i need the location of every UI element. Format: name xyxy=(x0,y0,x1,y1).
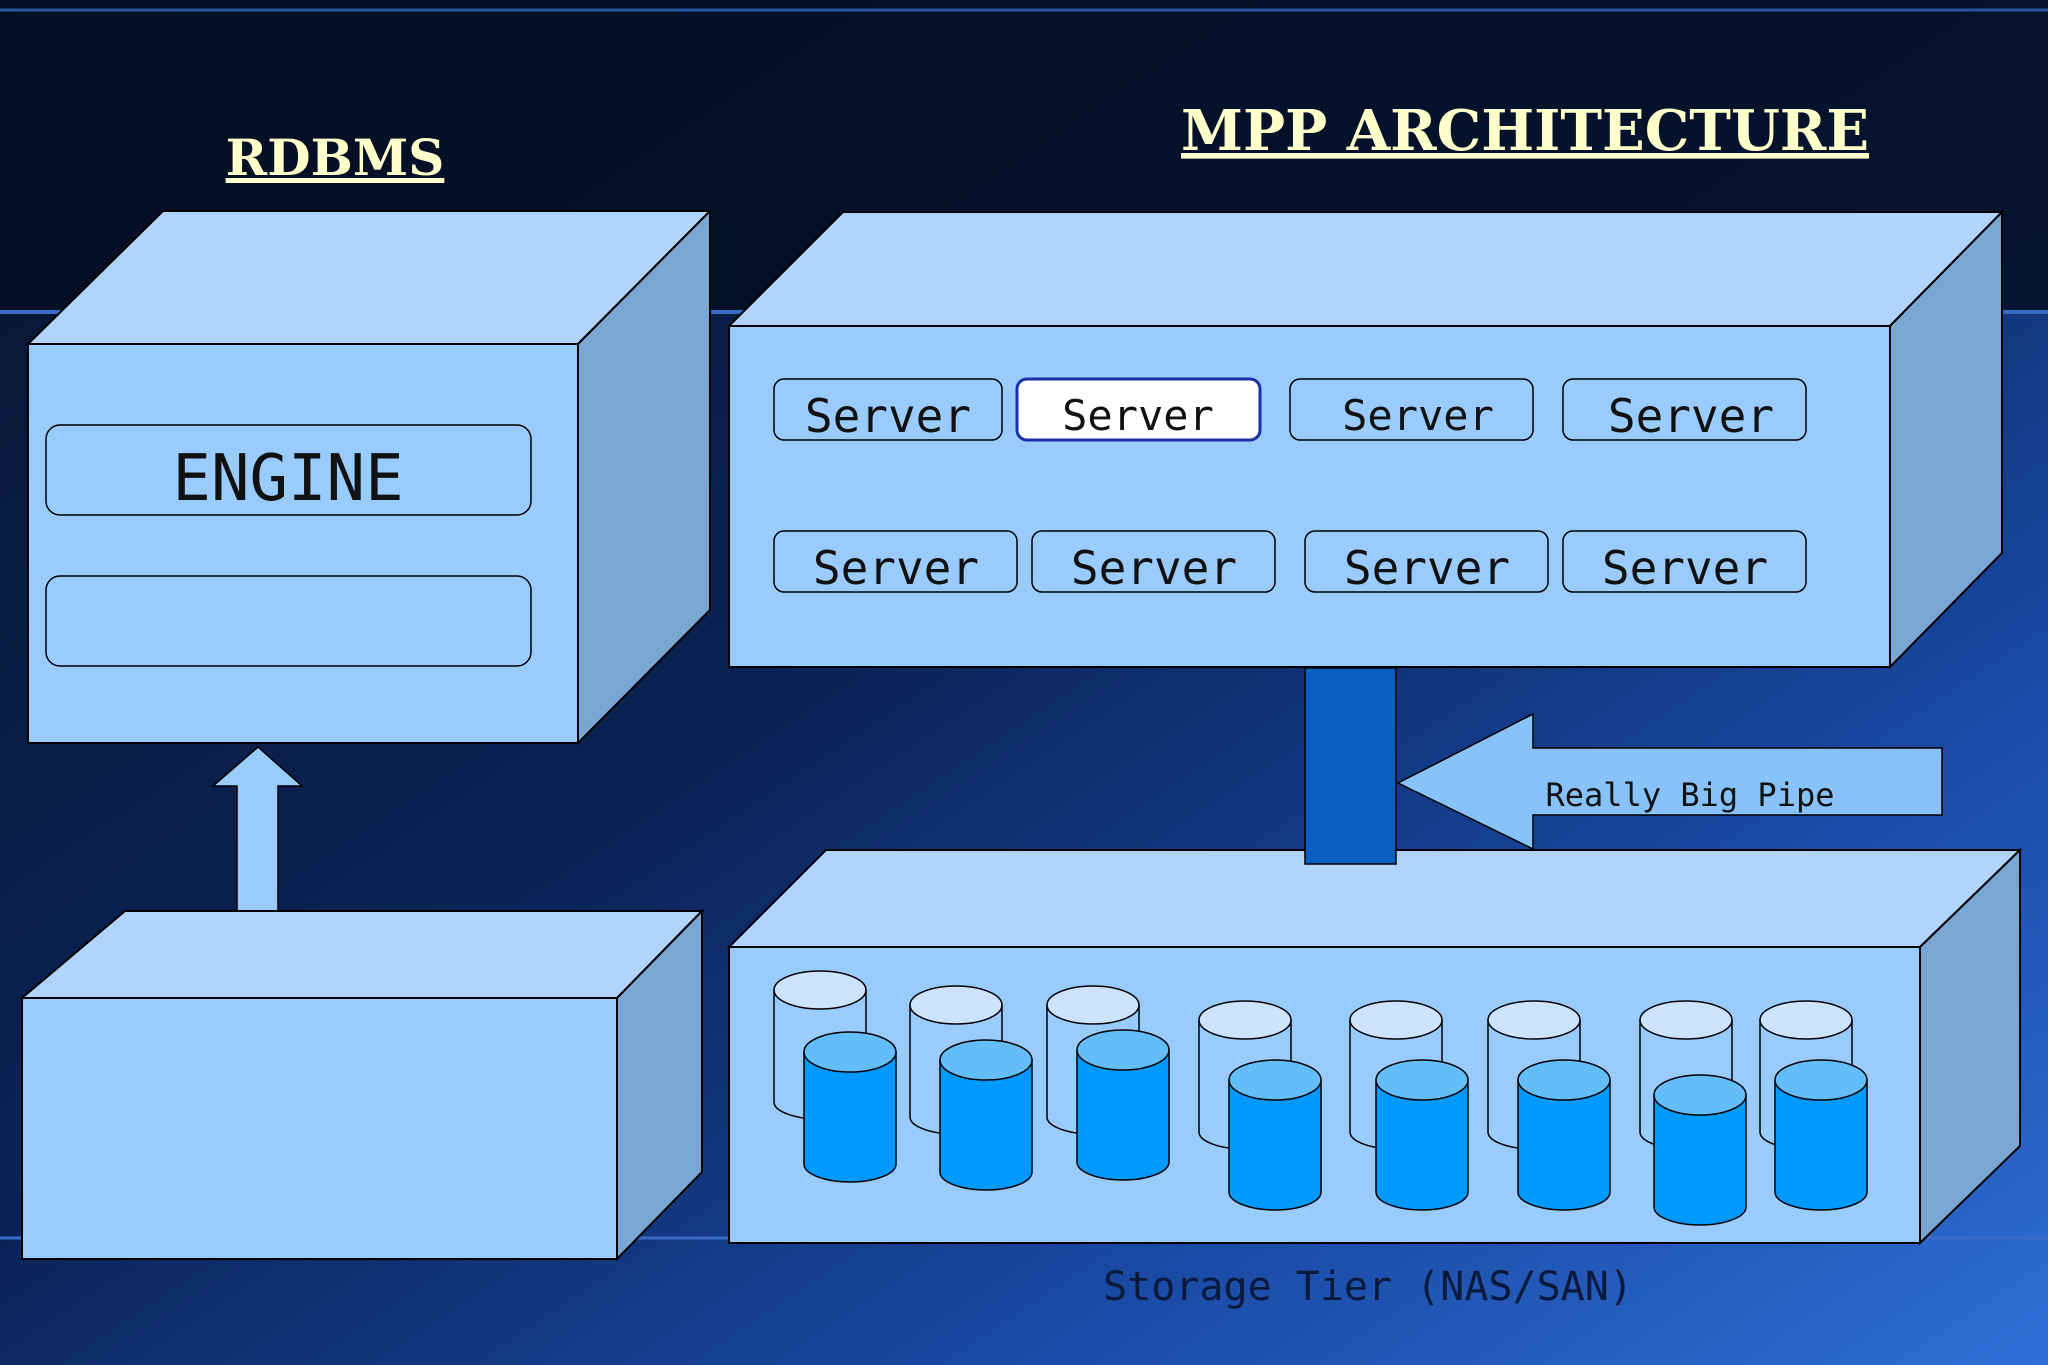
server-1: Server xyxy=(773,378,1003,443)
disk-front-6-body xyxy=(1517,1080,1611,1211)
disk-front-6 xyxy=(1517,1059,1611,1211)
disk-back-6-cap xyxy=(1487,1000,1581,1040)
disk-pair-3 xyxy=(1046,985,1170,1181)
mpp-server-box xyxy=(726,209,2005,670)
disk-front-4-body xyxy=(1228,1080,1322,1211)
disk-front-3-cap xyxy=(1076,1029,1170,1071)
server-1-box xyxy=(773,378,1003,441)
server-grid: Server Server Server Server Server Serve… xyxy=(773,377,1807,595)
disk-back-5-cap xyxy=(1349,1000,1443,1040)
pipe-label: Really Big Pipe xyxy=(1546,776,1835,814)
server-8-label: Server xyxy=(1602,541,1768,595)
storage-box-top xyxy=(19,910,705,999)
rdbms-title: RDBMS xyxy=(226,128,445,187)
server-7-box xyxy=(1304,530,1549,593)
disk-back-1-cap xyxy=(773,970,867,1010)
server-3-box xyxy=(1289,378,1534,441)
engine-label: ENGINE xyxy=(172,442,403,516)
disk-front-8-body xyxy=(1774,1080,1868,1211)
server-6-label: Server xyxy=(1071,541,1237,595)
server-4-box xyxy=(1562,378,1807,441)
disk-back-4-cap xyxy=(1198,1000,1292,1040)
server-3: Server xyxy=(1289,378,1534,441)
disk-front-1-body xyxy=(803,1052,897,1183)
disk-front-7-body xyxy=(1653,1095,1747,1226)
disk-front-3-body xyxy=(1076,1050,1170,1181)
disk-front-8 xyxy=(1774,1059,1868,1211)
disk-front-7 xyxy=(1653,1074,1747,1226)
rdbms-storage-box xyxy=(19,908,705,1262)
big-pipe xyxy=(1304,667,1397,865)
empty-panel xyxy=(45,575,532,667)
disk-back-8-cap xyxy=(1759,1000,1853,1040)
server-2: Server xyxy=(1015,377,1262,442)
disk-front-2 xyxy=(939,1039,1033,1191)
disk-front-5-body xyxy=(1375,1080,1469,1211)
disk-back-7-cap xyxy=(1639,1000,1733,1040)
engine-panel xyxy=(45,424,532,516)
disk-pair-8 xyxy=(1759,1000,1868,1211)
server-box-front xyxy=(728,325,1891,668)
server-2-box xyxy=(1015,377,1262,442)
storage-box-front xyxy=(21,997,618,1260)
server-7: Server xyxy=(1304,530,1549,595)
disk-front-3 xyxy=(1076,1029,1170,1181)
disk-front-4 xyxy=(1228,1059,1322,1211)
disk-front-1-cap xyxy=(803,1031,897,1073)
disk-pair-6 xyxy=(1487,1000,1611,1211)
server-5-box xyxy=(773,530,1018,593)
disk-front-1 xyxy=(803,1031,897,1183)
disk-back-2-cap xyxy=(909,985,1003,1025)
server-6: Server xyxy=(1031,530,1276,595)
engine-box-front xyxy=(27,343,579,744)
server-2-label: Server xyxy=(1062,391,1214,440)
disk-pair-5 xyxy=(1349,1000,1469,1211)
server-6-box xyxy=(1031,530,1276,593)
disk-front-8-cap xyxy=(1774,1059,1868,1101)
server-1-label: Server xyxy=(805,389,971,443)
disk-pair-2 xyxy=(909,985,1033,1191)
storage-tier-label: Storage Tier (NAS/SAN) xyxy=(1103,1264,1633,1310)
server-8-box xyxy=(1562,530,1807,593)
disk-back-3-cap xyxy=(1046,985,1140,1025)
server-3-label: Server xyxy=(1342,391,1494,440)
disk-front-2-cap xyxy=(939,1039,1033,1081)
disk-front-5 xyxy=(1375,1059,1469,1211)
disk-front-4-cap xyxy=(1228,1059,1322,1101)
pipe-arrow xyxy=(1396,712,1943,851)
disk-pair-4 xyxy=(1198,1000,1322,1211)
disk-array xyxy=(773,970,1868,1226)
rdbms-engine-box xyxy=(25,208,713,746)
disk-front-2-body xyxy=(939,1060,1033,1191)
disk-front-7-cap xyxy=(1653,1074,1747,1116)
mpp-title: MPP ARCHITECTURE xyxy=(1181,98,1869,164)
server-4: Server xyxy=(1562,378,1807,443)
disk-front-6-cap xyxy=(1517,1059,1611,1101)
server-5-label: Server xyxy=(813,541,979,595)
disk-pair-1 xyxy=(773,970,897,1183)
server-8: Server xyxy=(1562,530,1807,595)
server-box-top xyxy=(726,211,2005,327)
server-5: Server xyxy=(773,530,1018,595)
disk-pair-7 xyxy=(1639,1000,1747,1226)
server-7-label: Server xyxy=(1344,541,1510,595)
disk-front-5-cap xyxy=(1375,1059,1469,1101)
server-4-label: Server xyxy=(1608,389,1774,443)
